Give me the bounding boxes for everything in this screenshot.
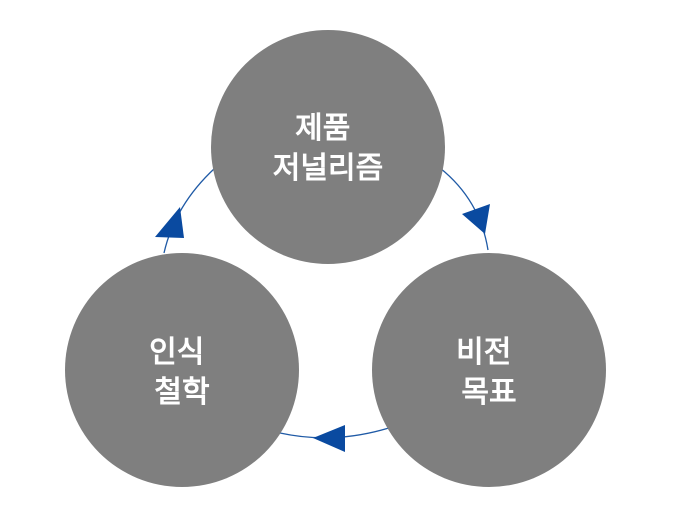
connector-top-to-right xyxy=(439,167,489,251)
connector-left-to-top xyxy=(163,167,216,254)
node-right-label-line1: 비전 xyxy=(456,335,511,370)
arrowhead-right-to-left xyxy=(313,425,345,452)
arrowhead-top-to-right xyxy=(462,204,490,234)
node-right-circle xyxy=(372,253,606,487)
node-top-circle xyxy=(211,30,445,264)
node-top-label-line1: 제품 xyxy=(295,111,350,146)
node-left-label: 인식 철학 xyxy=(149,335,215,410)
node-top-label: 제품 저널리즘 xyxy=(273,111,383,186)
node-left-circle xyxy=(65,253,299,487)
node-left-label-line2: 철학 xyxy=(154,375,210,410)
node-right-label: 비전 목표 xyxy=(456,335,522,410)
node-top: 제품 저널리즘 xyxy=(211,30,445,264)
node-top-label-line2: 저널리즘 xyxy=(273,151,383,186)
node-right-label-line2: 목표 xyxy=(461,375,516,410)
node-right: 비전 목표 xyxy=(372,253,606,487)
node-left-label-line1: 인식 xyxy=(149,335,204,370)
arrowhead-left-to-top xyxy=(155,207,184,238)
node-left: 인식 철학 xyxy=(65,253,299,487)
